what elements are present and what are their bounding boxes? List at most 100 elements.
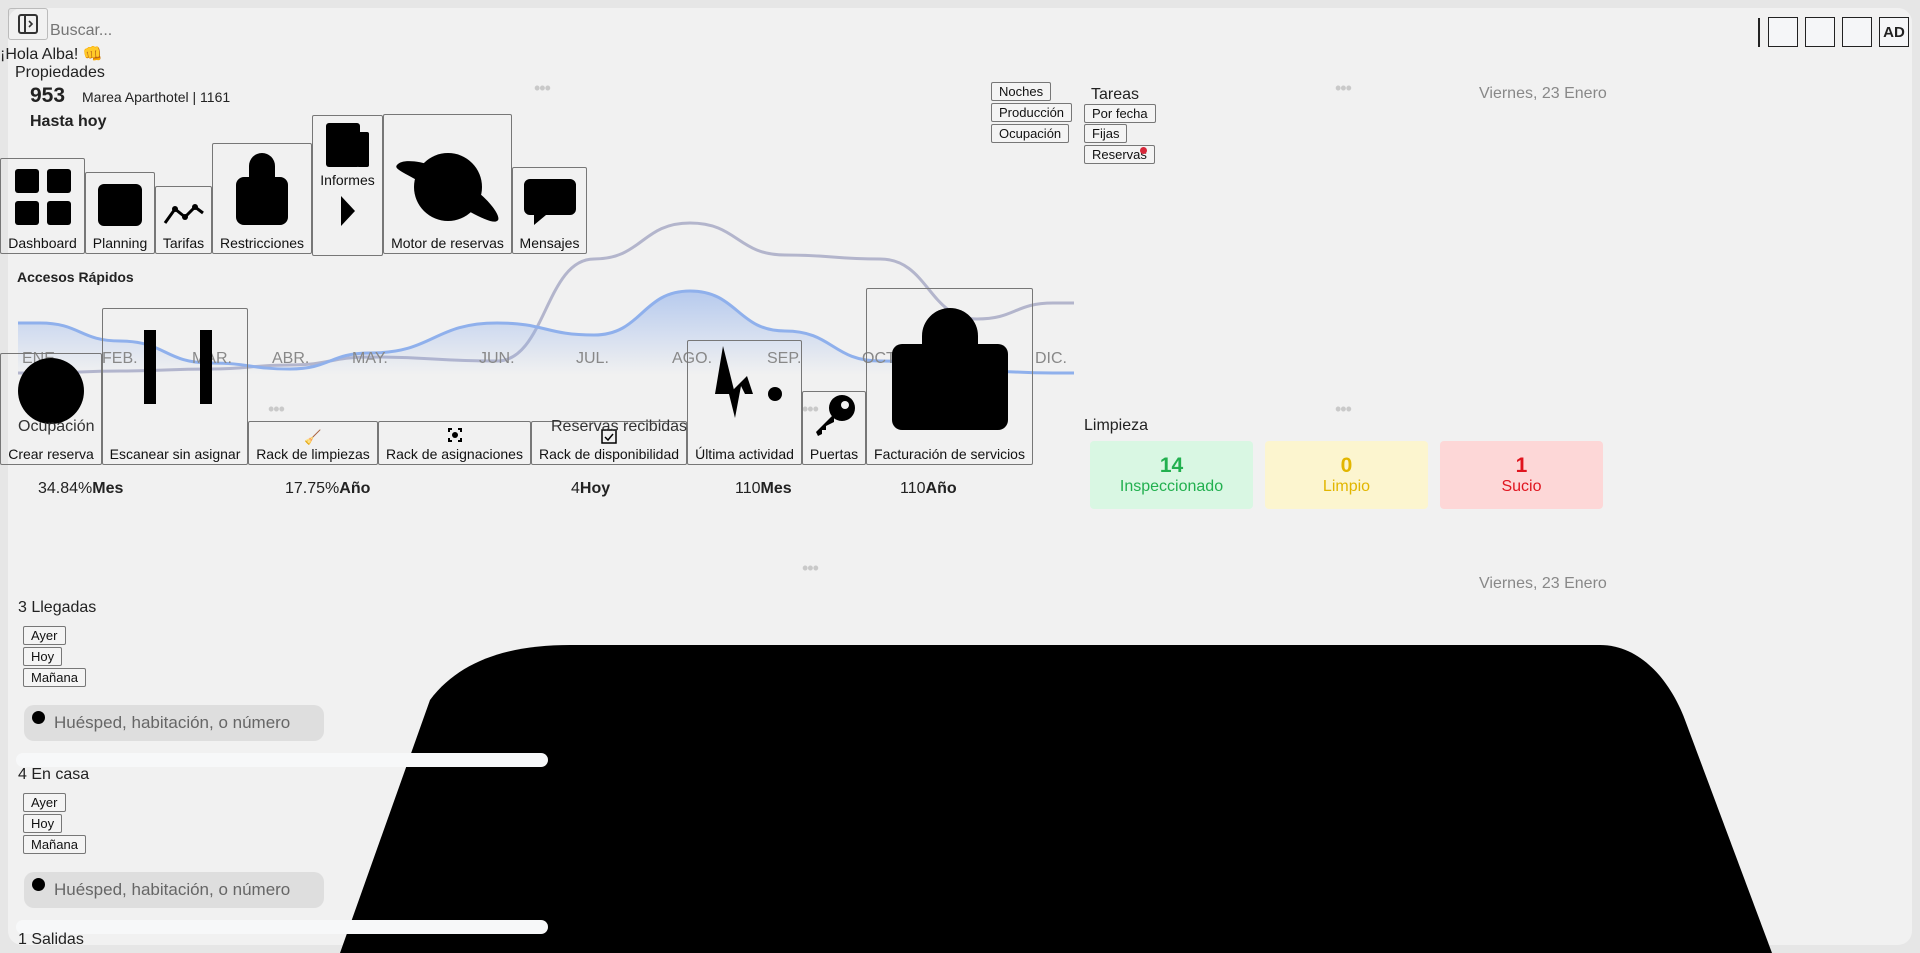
tasks-tab-reservas[interactable]: Reservas (1084, 145, 1155, 164)
tasks-title: Tareas (1091, 86, 1140, 103)
in-house-tomorrow-button[interactable]: Mañana (23, 835, 86, 854)
card-label: Inspeccionado (1119, 478, 1224, 495)
stat-unit: Año (339, 480, 371, 497)
x-tick-label: FEB. (102, 350, 138, 367)
stat-value: 34.84% (38, 480, 93, 497)
x-tick-label: OCT. (862, 350, 899, 367)
notification-dot-icon (1139, 147, 1147, 154)
quick-rack-limpiezas[interactable]: 🧹 Rack de limpiezas (248, 421, 378, 465)
stat-value: 4 (571, 480, 580, 497)
properties-label: Propiedades (15, 64, 105, 81)
billing-icon (891, 308, 1008, 430)
card-value: 1 (1515, 454, 1528, 477)
card-value: 14 (1159, 454, 1184, 477)
quick-escanear[interactable]: Escanear sin asignar (102, 308, 248, 465)
greeting: ¡Hola Alba! 👊 (0, 46, 103, 63)
quick-label: Facturación de servicios (874, 446, 1025, 462)
focus-icon (447, 428, 462, 442)
current-date: Viernes, 23 Enero (1479, 575, 1607, 592)
arrivals-search-input[interactable]: Huésped, habitación, o número (24, 705, 324, 741)
in-house-today-button[interactable]: Hoy (23, 814, 63, 833)
card-label: Sucio (1501, 478, 1542, 495)
x-tick-label: AGO. (672, 350, 713, 367)
nav-label: Planning (92, 235, 148, 251)
nav-mensajes[interactable]: Mensajes (512, 167, 587, 254)
nav-planning[interactable]: Planning (85, 172, 155, 254)
quick-label: Rack de asignaciones (386, 446, 523, 462)
arrivals-title: 3 Llegadas (18, 599, 97, 616)
nav-tarifas[interactable]: Tarifas (155, 186, 212, 254)
calendar-check-icon (601, 429, 617, 444)
in-house-scrollbar[interactable] (16, 920, 548, 934)
stat-unit: Año (925, 480, 957, 497)
quick-label: Escanear sin asignar (109, 446, 241, 462)
nav-motor-de-reservas[interactable]: Motor de reservas (383, 114, 512, 254)
search-icon (32, 878, 45, 891)
broom-icon: 🧹 (304, 429, 322, 445)
chat-icon (523, 179, 576, 225)
current-date: Viernes, 23 Enero (1479, 85, 1607, 102)
in-house-title: 4 En casa (18, 766, 90, 783)
stat-bookings-year: 110Año (900, 480, 957, 498)
chart-tab-noches[interactable]: Noches (991, 82, 1052, 101)
arrivals-today-button[interactable]: Hoy (23, 647, 63, 666)
card-value: 0 (1340, 454, 1353, 477)
quick-label: Rack de disponibilidad (538, 446, 680, 462)
planet-icon (395, 153, 499, 222)
arrivals-tomorrow-button[interactable]: Mañana (23, 668, 86, 687)
nav-label: Tarifas (162, 235, 205, 251)
search-placeholder: Huésped, habitación, o número (54, 713, 291, 732)
tasks-tab-por-fecha[interactable]: Por fecha (1084, 104, 1156, 123)
stat-unit: Mes (760, 480, 792, 497)
quick-crear-reserva[interactable]: Crear reserva (0, 353, 102, 465)
search-input[interactable] (50, 20, 140, 42)
departures-title: 1 Salidas (18, 931, 84, 948)
in-house-search-input[interactable]: Huésped, habitación, o número (24, 872, 324, 908)
scan-icon (144, 330, 212, 404)
quick-facturacion[interactable]: Facturación de servicios (866, 288, 1033, 465)
quick-rack-asignaciones[interactable]: Rack de asignaciones (378, 421, 531, 465)
quick-puertas[interactable]: Puertas (802, 391, 866, 465)
stat-value: 17.75% (285, 480, 340, 497)
cleaning-title: Limpieza (1084, 417, 1149, 434)
nav-dashboard[interactable]: Dashboard (0, 158, 85, 254)
quick-ultima-actividad[interactable]: Última actividad (687, 340, 802, 465)
property-selector[interactable]: Marea Aparthotel | 1161 (82, 89, 231, 105)
header-button-2[interactable] (1805, 17, 1835, 47)
trend-icon (163, 204, 204, 224)
tab-label: Reservas (1092, 147, 1147, 162)
stat-occupancy-year: 17.75%Año (285, 480, 370, 498)
x-tick-label: DIC. (1035, 350, 1067, 367)
series-area-current (18, 291, 1074, 375)
arrivals-scrollbar[interactable] (16, 753, 548, 767)
quick-label: Última actividad (695, 446, 794, 462)
nav-restricciones[interactable]: Restricciones (212, 143, 312, 254)
header-button-1[interactable] (1768, 17, 1798, 47)
nav-informes[interactable]: Informes (312, 115, 383, 256)
sidebar-toggle-button[interactable] (8, 8, 48, 40)
properties-count: 953 (30, 84, 66, 107)
stat-unit: Hoy (579, 480, 611, 497)
chart-tab-produccion[interactable]: Producción (991, 103, 1073, 122)
plus-circle-icon (18, 358, 84, 424)
lock-icon (236, 153, 288, 225)
bookings-title: Reservas recibidas (551, 418, 688, 435)
x-tick-label: JUN. (479, 350, 515, 367)
stat-bookings-month: 110Mes (735, 480, 792, 498)
chart-tab-ocupacion[interactable]: Ocupación (991, 124, 1070, 143)
tasks-tab-fijas[interactable]: Fijas (1084, 124, 1128, 143)
activity-icon (714, 346, 782, 418)
in-house-yesterday-button[interactable]: Ayer (23, 793, 66, 812)
stat-unit: Mes (92, 480, 124, 497)
user-avatar[interactable]: AD (1879, 17, 1909, 47)
x-tick-label: MAY. (352, 350, 388, 367)
search-icon (32, 711, 45, 724)
quick-rack-disponibilidad[interactable]: Rack de disponibilidad (531, 421, 687, 465)
header-button-3[interactable] (1842, 17, 1872, 47)
arrivals-yesterday-button[interactable]: Ayer (23, 626, 66, 645)
header-divider (1758, 18, 1760, 47)
x-tick-label: JUL. (576, 350, 609, 367)
